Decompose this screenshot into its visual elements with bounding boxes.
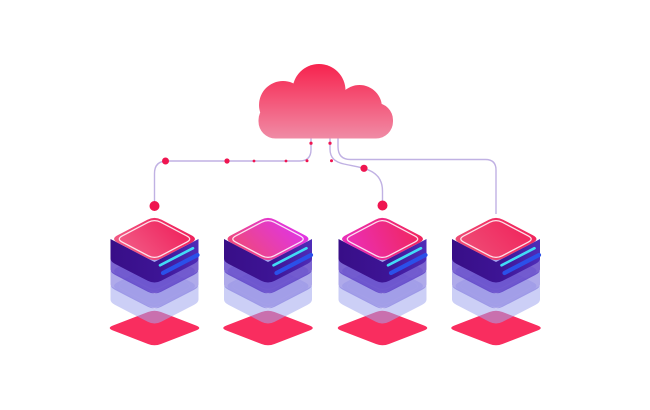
server-stack-3 <box>338 217 428 345</box>
cloud-puff-center <box>292 64 346 117</box>
connector-line-server-3 <box>329 138 384 201</box>
connector-dot <box>224 158 230 164</box>
server-stack-2 <box>223 217 313 345</box>
connector-dot <box>305 159 309 163</box>
cloud-puff-right <box>337 85 382 130</box>
connector-lines <box>153 138 497 214</box>
connector-dot <box>252 159 256 163</box>
connector-dot <box>309 141 313 145</box>
connector-line-server-4 <box>337 138 497 214</box>
server-3-top-dot <box>377 200 388 211</box>
connector-line-server-1 <box>153 138 312 202</box>
connector-dot <box>360 164 368 172</box>
connector-dot <box>328 141 332 145</box>
server-stack-1 <box>110 217 200 345</box>
connector-dot <box>284 159 288 163</box>
connector-dot <box>162 157 169 165</box>
server-1-top-dot <box>149 201 160 211</box>
server-stack-4 <box>451 217 541 345</box>
cloud-icon <box>258 64 393 139</box>
connector-dot <box>330 159 333 163</box>
connector-dots <box>149 141 388 211</box>
